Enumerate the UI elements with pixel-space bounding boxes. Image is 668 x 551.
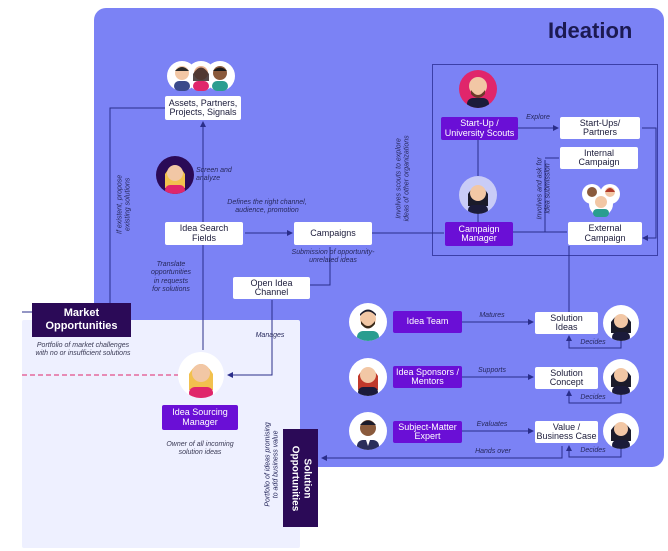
campaigns-node: Campaigns: [294, 222, 372, 245]
dark-hair-woman-avatar-icon: [603, 413, 639, 449]
decides-note-2: Decides: [580, 394, 606, 401]
manages-note: Manages: [255, 332, 285, 339]
startups-partners-node: Start-Ups/Partners: [560, 117, 640, 139]
evaluates-note: Evaluates: [476, 421, 508, 428]
idea-team-node: Idea Team: [393, 311, 462, 333]
idea-sponsors-mentors-node: Idea Sponsors /Mentors: [393, 366, 462, 388]
redhead-woman-avatar-icon: [349, 358, 387, 396]
supports-note: Supports: [477, 367, 507, 374]
startup-university-scouts-node: Start-Up /University Scouts: [441, 117, 518, 140]
blonde-woman-avatar-icon: [178, 352, 224, 398]
submission-note: Submission of opportunity-unrelated idea…: [291, 249, 375, 265]
bald-man-avatar-icon: [459, 70, 497, 108]
explore-note: Explore: [526, 114, 550, 121]
defines-channel-note: Defines the right channel,audience, prom…: [227, 199, 307, 215]
dark-hair-woman-avatar-icon: [603, 305, 639, 341]
assets-partners-projects-signals-node: Assets, Partners,Projects, Signals: [165, 96, 241, 120]
market-opportunities-panel: [22, 320, 300, 548]
decides-note-3: Decides: [580, 447, 606, 454]
matures-note: Matures: [479, 312, 505, 319]
blonde-woman-avatar-icon: [156, 156, 194, 194]
value-business-case-node: Value /Business Case: [535, 421, 598, 443]
people-group-icon: [578, 180, 624, 218]
people-group-icon: [166, 59, 236, 93]
dark-hair-woman-avatar-icon: [603, 359, 639, 395]
decides-note-1: Decides: [580, 339, 606, 346]
hands-over-note: Hands over: [475, 448, 511, 455]
diagram-title: Ideation: [548, 18, 633, 43]
campaign-subgroup-frame: [432, 64, 658, 256]
dark-hair-woman-avatar-icon: [459, 176, 497, 214]
man-in-suit-avatar-icon: [349, 412, 387, 450]
bearded-man-avatar-icon: [349, 303, 387, 341]
